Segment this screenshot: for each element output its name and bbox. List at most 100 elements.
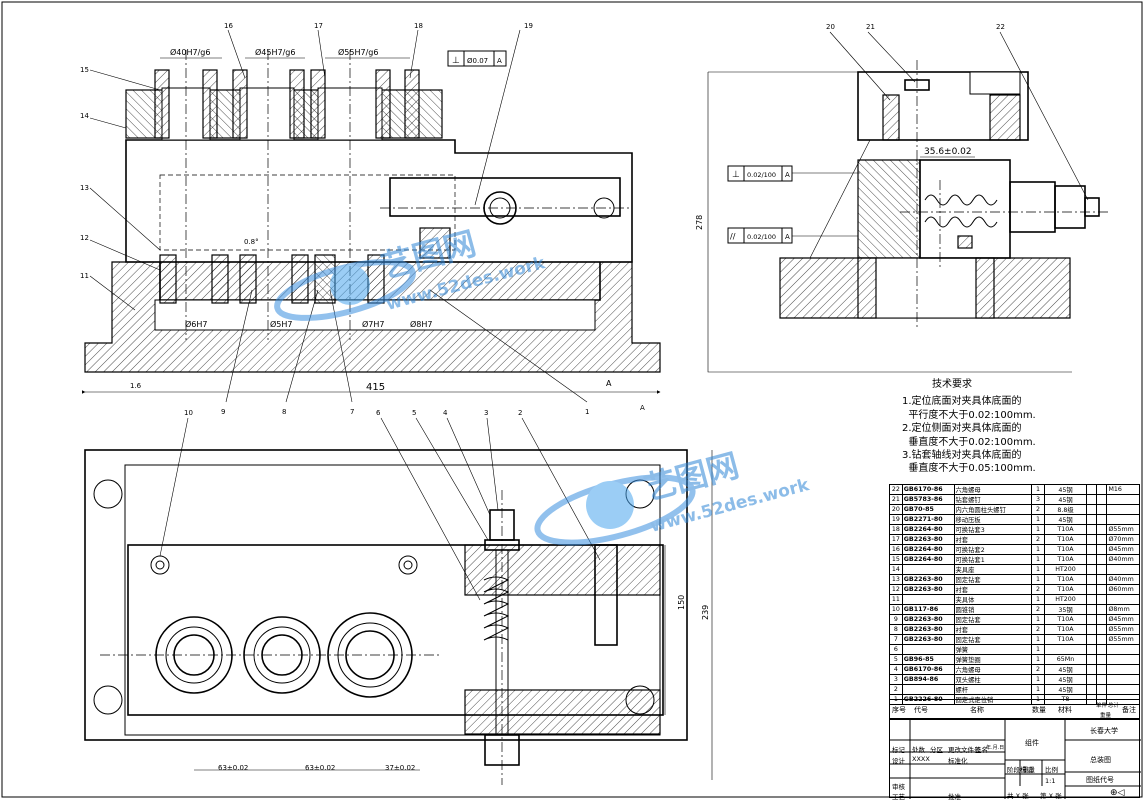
tb-col-date: 年.月.日 [986, 745, 1005, 751]
leader-8: 8 [282, 408, 286, 416]
leader-1: 1 [585, 408, 589, 416]
bom-cell-mat: T10A [1043, 524, 1088, 535]
bom-cell-no: 7 [889, 634, 903, 645]
bom-cell-mat: 45钢 [1043, 664, 1088, 675]
bom-cell-code: GB2263-80 [901, 584, 955, 595]
side-top [857, 71, 1029, 141]
bom-cell-note: Ø8mm [1106, 604, 1140, 615]
bom-cell-mat: T10A [1043, 534, 1088, 545]
bom-cell-weight [1096, 594, 1108, 605]
projection-icon: ⊕◁ [1110, 788, 1125, 798]
plan-leader-6: 6 [376, 409, 381, 417]
bom-cell-note: Ø45mm [1106, 544, 1140, 555]
bom-cell-weight [1086, 654, 1098, 665]
bom-cell-weight [1086, 494, 1098, 505]
tb-row-process: 工艺 [892, 793, 905, 801]
leader-11: 11 [80, 272, 89, 280]
bom-cell-weight [1086, 644, 1098, 655]
bottom-dim-2: Ø5H7 [270, 319, 293, 329]
bom-cell-weight [1096, 614, 1108, 625]
bom-cell-no: 9 [889, 614, 903, 625]
bom-cell-code: GB2263-80 [901, 534, 955, 545]
bom-cell-note: Ø55mm [1106, 634, 1140, 645]
side-leader-22: 22 [996, 23, 1005, 31]
plan-leader-3: 3 [484, 409, 488, 417]
gdt-tol: Ø0.07 [467, 57, 488, 65]
bom-cell-mat [1043, 644, 1088, 655]
bom-cell-qty: 1 [1031, 554, 1045, 565]
roughness: 1.6 [130, 382, 142, 390]
tb-sheet: 共 X 张 [1007, 792, 1029, 800]
bom-cell-weight [1086, 684, 1098, 695]
bom-cell-name: 衬套 [953, 534, 1033, 545]
bom-cell-name: 可换钻套1 [953, 554, 1033, 565]
tb-approve: 批准 [948, 793, 961, 801]
bom-cell-no: 10 [889, 604, 903, 615]
angle-label: 0.8° [244, 238, 259, 246]
plan-dim-b3: 37±0.02 [385, 764, 415, 772]
tb-std: 标准化 [948, 757, 968, 765]
bom-cell-qty: 1 [1031, 574, 1045, 585]
hdr-mat: 材料 [1058, 706, 1072, 714]
bom-cell-mat: T10A [1043, 554, 1088, 565]
bom-cell-weight [1086, 624, 1098, 635]
bom-cell-no: 21 [889, 494, 903, 505]
bom-cell-weight [1096, 624, 1108, 635]
leader-7: 7 [350, 408, 354, 416]
bom-cell-weight [1096, 504, 1108, 515]
bom-cell-no: 6 [889, 644, 903, 655]
bom-cell-code: GB2263-80 [901, 634, 955, 645]
bom-cell-no: 3 [889, 674, 903, 685]
plan-leader-2: 2 [518, 409, 522, 417]
side-dim-height: 278 [695, 215, 704, 230]
bom-cell-no: 11 [889, 594, 903, 605]
bom-cell-weight [1096, 524, 1108, 535]
bom-cell-no: 20 [889, 504, 903, 515]
tb-sheet2: 第 X 张 [1040, 792, 1062, 800]
tb-row-review: 审核 [892, 783, 905, 791]
bom-cell-code: GB5783-86 [901, 494, 955, 505]
side-leader-21: 21 [866, 23, 875, 31]
bom-cell-no: 19 [889, 514, 903, 525]
bom-cell-mat: 45钢 [1043, 494, 1088, 505]
bom-cell-name: 固定钻套 [953, 614, 1033, 625]
bom-cell-qty: 2 [1031, 584, 1045, 595]
bom-cell-mat: 65Mn [1043, 654, 1088, 665]
bom-cell-note: M16 [1106, 484, 1140, 495]
plan-view: 10 6 5 4 3 2 150 239 63±0.02 63±0.02 37±… [84, 409, 713, 785]
bom-cell-note [1106, 674, 1140, 685]
bom-cell-weight [1096, 664, 1108, 675]
bom-cell-mat: T10A [1043, 574, 1088, 585]
hdr-name: 名称 [970, 706, 984, 714]
tech-line: 2.定位侧面对夹具体底面的 [902, 423, 1022, 435]
bom-cell-qty: 1 [1031, 514, 1045, 525]
bom-cell-name: 六角螺母 [953, 664, 1033, 675]
title-block: 标记 设计 审核 工艺 处数 分区 更改文件号 签名 年.月.日 XXXX 标准… [889, 719, 1141, 801]
bom-cell-weight [1096, 644, 1108, 655]
bom-cell-no: 22 [889, 484, 903, 495]
bom-cell-weight [1096, 654, 1108, 665]
tb-col-sign: 签名 [975, 746, 988, 754]
bom-cell-no: 2 [889, 684, 903, 695]
tb-row-mark: 标记 [892, 746, 905, 754]
bom-cell-code: GB2264-80 [901, 524, 955, 535]
bom-cell-mat: T10A [1043, 544, 1088, 555]
bom-cell-name: 可换钻套2 [953, 544, 1033, 555]
tb-design-name: XXXX [912, 755, 930, 763]
bom-cell-qty: 1 [1031, 524, 1045, 535]
bom-cell-qty: 1 [1031, 564, 1045, 575]
bom-cell-note [1106, 644, 1140, 655]
bom-cell-mat: T10A [1043, 634, 1088, 645]
bom-cell-qty: 1 [1031, 634, 1045, 645]
hdr-no: 序号 [892, 706, 906, 714]
bom-cell-weight [1096, 684, 1108, 695]
bom-cell-weight [1096, 484, 1108, 495]
bom-cell-mat: 45钢 [1043, 674, 1088, 685]
side-gdt-par-datum: A [785, 233, 790, 241]
